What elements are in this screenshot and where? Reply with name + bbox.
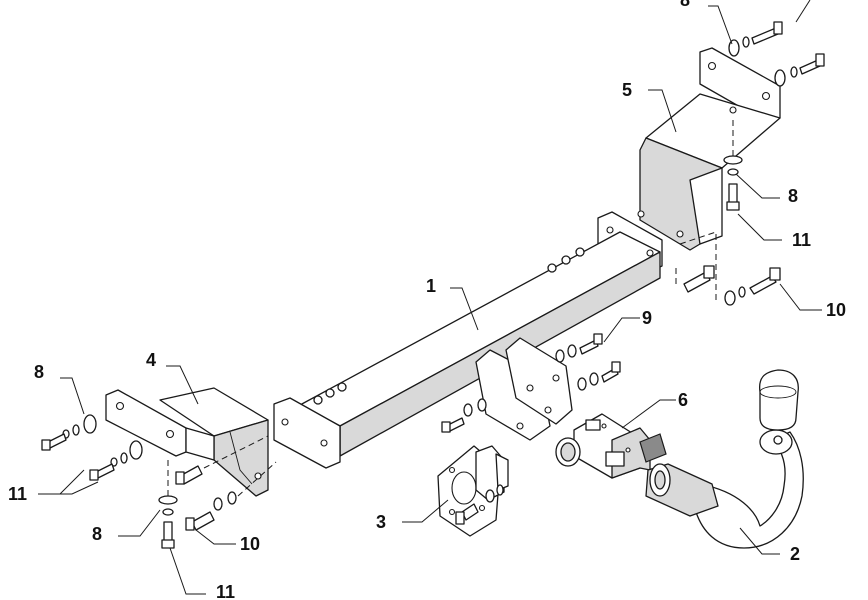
callout-8-right: 8 (788, 186, 798, 206)
top-right-fasteners (728, 21, 825, 87)
cross-beam (273, 211, 663, 469)
coupling-head (555, 413, 667, 479)
center-bolts (441, 333, 621, 433)
callout-10-right: 10 (826, 300, 846, 320)
left-vertical-fastener (158, 460, 178, 549)
tow-ball-neck (645, 369, 804, 549)
callout-9: 9 (642, 308, 652, 328)
callout-3: 3 (376, 512, 386, 532)
beam-bolts-right (547, 247, 585, 273)
callout-11-left: 11 (8, 484, 27, 504)
ball-mount-brackets (475, 337, 573, 441)
callout-10-left: 10 (240, 534, 260, 554)
left-bracket (105, 387, 269, 497)
right-side-bolts (675, 231, 781, 306)
right-bracket (637, 47, 781, 251)
socket-plate (437, 445, 509, 537)
callout-6: 6 (678, 390, 688, 410)
callout-11-right: 11 (792, 230, 811, 250)
left-side-fasteners (41, 414, 143, 481)
callout-8-left: 8 (34, 362, 44, 382)
callout-8-bottom: 8 (92, 524, 102, 544)
callout-8-top: 8 (680, 0, 690, 10)
beam-bolts-left (313, 382, 347, 405)
callout-1: 1 (426, 276, 436, 296)
callout-11-bottom: 11 (216, 582, 235, 600)
callout-5: 5 (622, 80, 632, 100)
leader-lines (38, 0, 822, 595)
left-lower-bolts (175, 435, 277, 531)
callout-labels: 1 2 3 4 5 6 8 8 8 8 9 10 10 11 11 11 (8, 0, 846, 600)
callout-4: 4 (146, 350, 156, 370)
callout-2: 2 (790, 544, 800, 564)
right-vertical-fastener (723, 120, 743, 211)
